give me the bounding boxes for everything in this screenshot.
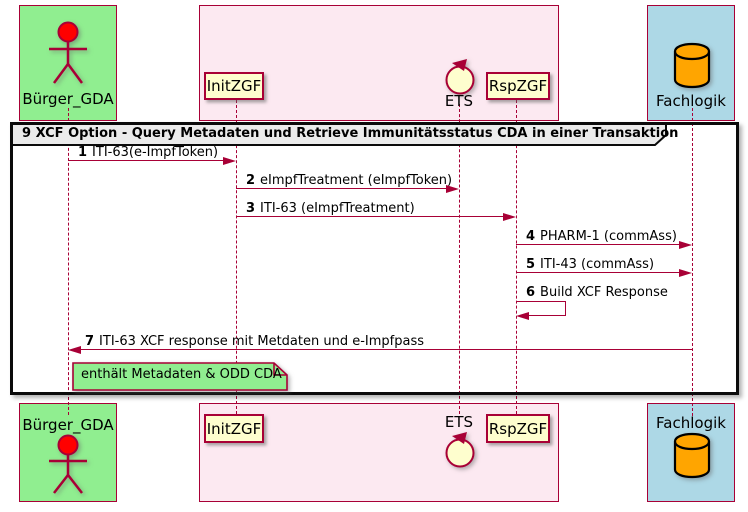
participant-label-rspzgf-bottom: RspZGF — [488, 419, 548, 438]
database-icon-fachlogik-bottom — [673, 432, 711, 479]
database-icon-fachlogik-top — [673, 42, 711, 89]
message-3-line — [236, 216, 505, 217]
participant-label-fachlogik-top: Fachlogik — [656, 92, 726, 110]
actor-icon-bottom — [49, 434, 87, 494]
participant-box-initzgf-top: InitZGF — [204, 72, 264, 100]
message-2-arrowhead — [446, 184, 459, 193]
participant-label-ets-top: ETS — [444, 92, 474, 110]
message-5-arrowhead — [679, 268, 692, 277]
participant-label-initzgf-bottom: InitZGF — [206, 419, 262, 438]
participant-box-initzgf-bottom: InitZGF — [204, 414, 264, 443]
frame-title: 9 XCF Option - Query Metadaten und Retri… — [22, 126, 679, 141]
message-7-arrowhead — [68, 345, 81, 354]
lifeline-initzgf — [236, 100, 237, 414]
note-shape — [72, 362, 288, 391]
message-5-line — [516, 272, 681, 273]
message-6-arrowhead — [516, 311, 529, 320]
participant-label-fachlogik-bottom: Fachlogik — [656, 414, 726, 432]
group-box-zgf-top — [199, 5, 559, 121]
message-4-arrowhead — [679, 240, 692, 249]
message-6-line-bottom — [527, 315, 566, 316]
participant-label-buerger-bottom: Bürger_GDA — [22, 416, 114, 434]
participant-label-initzgf-top: InitZGF — [206, 77, 262, 95]
message-6-line-top — [516, 301, 566, 302]
message-7-line — [80, 349, 692, 350]
participant-box-rspzgf-bottom: RspZGF — [486, 414, 550, 443]
control-icon-ets-bottom — [445, 432, 475, 468]
message-2-line — [236, 188, 448, 189]
frame-title-pentagon — [11, 123, 667, 146]
lifeline-ets — [459, 104, 460, 414]
message-1-arrowhead — [223, 156, 236, 165]
participant-label-buerger-top: Bürger_GDA — [22, 90, 114, 108]
control-icon-ets-top — [445, 59, 475, 95]
message-4-line — [516, 244, 681, 245]
message-3-arrowhead — [503, 212, 516, 221]
message-6-line-right — [564, 301, 566, 316]
actor-icon-top — [49, 21, 87, 84]
note-text: enthält Metadaten & ODD CDA — [81, 367, 282, 382]
participant-box-rspzgf-top: RspZGF — [486, 72, 550, 100]
lifeline-rspzgf — [516, 100, 517, 414]
participant-label-ets-bottom: ETS — [444, 413, 474, 431]
lifeline-buerger — [68, 108, 69, 415]
lifeline-fachlogik — [692, 108, 693, 416]
message-1-line — [68, 160, 225, 161]
participant-label-rspzgf-top: RspZGF — [488, 77, 548, 95]
